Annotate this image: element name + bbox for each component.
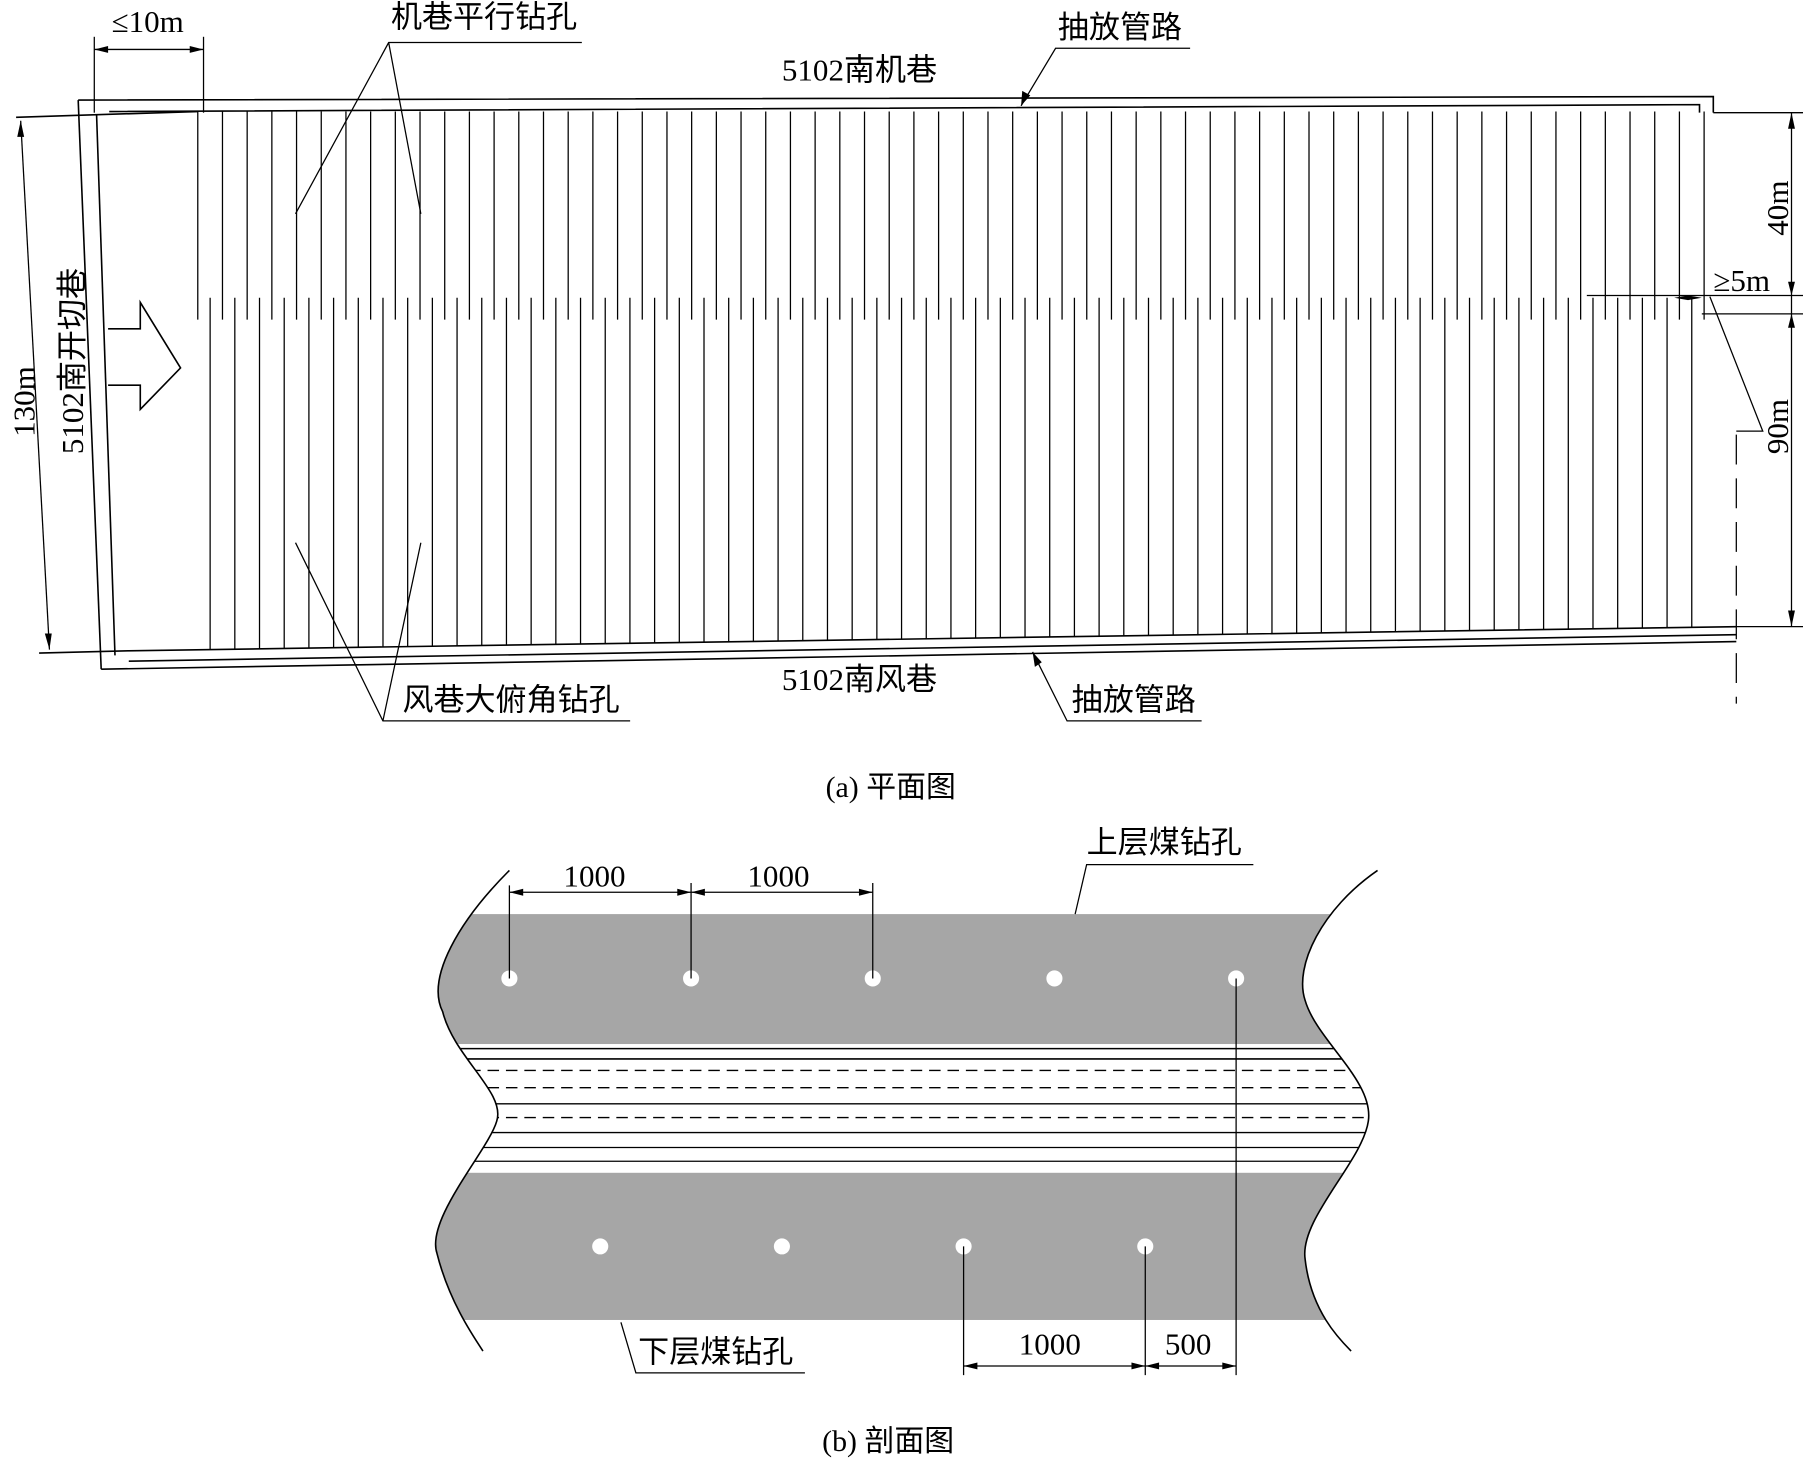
face-top-edge: [16, 110, 198, 119]
label-length-130m: 130m: [6, 366, 41, 437]
plan-view: ≤10m 机巷平行钻孔 抽放管路 5102南机巷 130m 5102南开切巷 4…: [6, 0, 1803, 804]
leader-90m: [1709, 296, 1764, 432]
borehole-lines: [197, 111, 1705, 650]
leader-pipe-top: [1020, 47, 1191, 107]
label-lower-holes: 下层煤钻孔: [638, 1335, 793, 1370]
leader-lower-holes: [620, 1322, 805, 1374]
lower-borehole: [592, 1238, 609, 1255]
label-upper-holes: 上层煤钻孔: [1087, 825, 1242, 860]
face-bottom-edge: [39, 625, 1737, 654]
label-machine-roadway: 5102南机巷: [782, 52, 937, 87]
dim-top-2: 1000: [747, 858, 809, 893]
label-parallel-holes: 机巷平行钻孔: [391, 0, 577, 35]
upper-borehole: [1046, 970, 1063, 987]
leader-upper-holes: [1074, 864, 1254, 915]
dim-ext: [508, 883, 874, 979]
leader-pipe-bottom: [1032, 651, 1202, 722]
dim-top-1: 1000: [563, 858, 625, 893]
label-dip-holes: 风巷大俯角钻孔: [402, 683, 619, 718]
label-air-roadway: 5102南风巷: [782, 662, 937, 697]
label-min-overlap: ≥5m: [1713, 263, 1770, 298]
dim-arrow: [1674, 295, 1702, 301]
label-pipe-top: 抽放管路: [1058, 10, 1182, 45]
roadway-outer-bottom: [101, 640, 1737, 670]
dim-bottom-2: 500: [1165, 1326, 1212, 1361]
lower-coal-seam: [435, 1172, 1378, 1320]
label-40m: 40m: [1760, 181, 1795, 236]
caption-section: (b) 剖面图: [822, 1425, 954, 1458]
section-view: 1000 1000 上层煤钻孔 1000 500 下层煤钻孔 (b) 剖面图: [434, 825, 1379, 1458]
dim-ext: [962, 978, 1237, 1376]
leader-parallel-holes: [294, 41, 582, 215]
label-pipe-bottom: 抽放管路: [1072, 683, 1196, 718]
roadway-inner-top: [109, 103, 1701, 113]
upper-coal-seam: [435, 914, 1378, 1045]
label-max-spacing: ≤10m: [112, 4, 184, 39]
seam-boundary-right: [1301, 869, 1379, 1352]
dim-bottom-1: 1000: [1019, 1326, 1081, 1361]
leader-arrow: [1032, 651, 1042, 667]
cut-roadway-outer: [77, 100, 102, 670]
advance-arrow-icon: [108, 299, 182, 412]
seam-boundary-left: [434, 869, 510, 1352]
dim-130m-line: [20, 120, 51, 650]
label-cut-roadway: 5102南开切巷: [55, 268, 90, 454]
roadway-outer-top: [78, 95, 1715, 113]
label-90m: 90m: [1760, 399, 1795, 454]
lower-borehole: [773, 1238, 790, 1255]
leader-arrow: [1021, 90, 1031, 106]
interlayer-strata: [435, 1047, 1378, 1162]
cut-roadway-inner: [95, 114, 116, 656]
leader-dip-holes: [294, 542, 631, 722]
caption-plan: (a) 平面图: [826, 771, 956, 804]
